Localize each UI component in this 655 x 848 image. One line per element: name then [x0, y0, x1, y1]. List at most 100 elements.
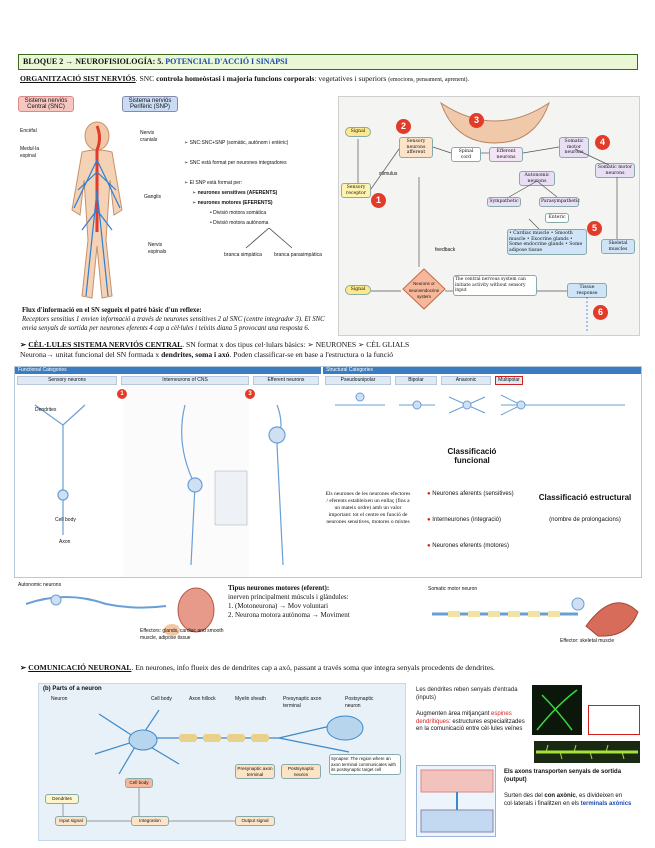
parts-of-neuron-figure: (b) Parts of a neuron Neuron Cell body A… [38, 683, 406, 841]
banner-prefix: BLOQUE 2 → NEUROFISIOLOGÍA: 5. [23, 57, 166, 66]
human-body-illustration [71, 121, 123, 299]
box-presynaptic: Presynaptic axon terminal [235, 764, 275, 779]
autonomic-effectors-figure: Autonomic neurons Effectors: glands, car… [16, 580, 226, 644]
motor-item2: 2. Neurona motora autònoma → Moviment [228, 611, 350, 619]
micrograph-neuron [532, 685, 582, 735]
classificacio-estructural: Classificació estructural [538, 493, 632, 502]
section2-line2-a: Neurona→ unitat funcional del SN formada… [20, 350, 162, 359]
section-comunicacio-heading: ➢ COMUNICACIÓ NEURONAL. En neurones, inf… [20, 663, 495, 672]
note-center: Els neurones de les neurones efectores /… [325, 491, 411, 525]
ns-line-1: ➢ SNC:SNC+SNP (somàtic, autònom i entèri… [184, 140, 289, 146]
ns-line-4: ➢ neurones sensitives (AFERENTS) [192, 190, 278, 196]
note-axon-hillock: Surten des del con axònic, es divideixen… [504, 793, 632, 807]
neuron-classification-table: Functional Categories Structural Categor… [14, 366, 642, 578]
sympathetic-box: Sympathetic [487, 197, 521, 207]
skeletal-muscle-box: Skeletal muscles [601, 239, 635, 254]
snc-label: Sistema nerviós Central (SNC) [18, 96, 74, 112]
section-small: (emocions, pensament, aprenent). [388, 77, 470, 83]
section-bold: controla homeòstasi i majoria funcions c… [156, 74, 315, 83]
section3-title: COMUNICACIÓ NEURONAL [28, 663, 132, 672]
box-postsynaptic: Postsynaptic neuron [281, 764, 321, 779]
label-axon: Axon [59, 539, 71, 545]
section2-line2-bold: dendrites, soma i axó [161, 350, 230, 359]
badge-1: 1 [371, 193, 386, 208]
func-item-3: ● Neurones eferents (motores) [427, 543, 509, 549]
effector-right: Effector: skeletal muscle [560, 638, 615, 644]
badge-4: 4 [595, 135, 610, 150]
cns-note-box: The central nervous system can initiate … [453, 275, 537, 296]
section-text-b: : vegetatives i superiors [314, 74, 389, 83]
spinal-cord-box: Spinal cord [451, 147, 481, 162]
functional-categories-header: Functional Categories [15, 367, 321, 374]
reflex-paragraph: Receptors sensitius 1 envien informació … [22, 316, 325, 332]
note-spines: Augmenten àrea mitjançant espines dendrí… [416, 711, 525, 732]
reflex-pathway-diagram: 2 3 4 1 5 6 Signal Sensory receptor Sens… [338, 96, 640, 336]
box-dendrites: Dendrites [45, 794, 79, 804]
label-medulla: Medul·la espinal [20, 146, 40, 159]
synapse-note: Synapse: The region where an axon termin… [329, 754, 401, 775]
signal-node: Signal [345, 127, 371, 137]
parts-title: (b) Parts of a neuron [43, 686, 102, 692]
badge-3: 3 [469, 113, 484, 128]
badge-6: 6 [593, 305, 608, 320]
col-multipolar: Multipolar [495, 376, 523, 385]
micrograph-drawing [536, 689, 578, 731]
box-output: Output signal [235, 816, 275, 826]
label-cell-body: Cell body [55, 517, 76, 523]
snp-label: Sistema nerviós Perifèric (SNP) [122, 96, 178, 112]
nervous-system-figure: Sistema nerviós Central (SNC) Sistema ne… [16, 92, 334, 302]
label-dendrites: Dendrites [35, 407, 57, 413]
badge-f3: 3 [245, 389, 255, 399]
reflex-text-block: Flux d'informació en el SN segueix el pa… [22, 306, 330, 333]
col-pseudounipolar: Pseudounipolar [325, 376, 391, 385]
somatic-motor-2-box: Somatic motor neurons [595, 163, 635, 178]
feedback-label: feedback [435, 247, 456, 253]
label-postsynaptic: Postsynaptic neuron [345, 696, 374, 709]
note-dendrites: Les dendrites reben senyals d'entrada (i… [416, 687, 518, 701]
branch-simpatica: branca simpàtica [224, 252, 262, 258]
banner-highlight: POTENCIAL D'ACCIÓ I SINAPSI [165, 57, 288, 66]
col-efferent: Efferent neurons [253, 376, 319, 385]
box-cell-body: Cell body [125, 778, 153, 788]
badge-f1: 1 [117, 389, 127, 399]
sensory-neuron-box: Sensory neurons afferent [399, 137, 433, 158]
spines-drawing [536, 744, 638, 760]
motor-item1: 1. (Motoneurona) → Mov voluntari [228, 602, 329, 610]
classificacio-estructural-sub: (nombre de prolongacions) [549, 517, 621, 523]
label-encefal: Encèfal [20, 128, 37, 134]
branch-lines [245, 228, 293, 249]
func-item-1: ● Neurones aferents (sensitives) [427, 491, 514, 497]
ns-line-3: ➢ El SNP està format per: [184, 180, 243, 186]
ns-line-7: • Divisió motora autònoma [210, 220, 269, 226]
section2-title: CÈL·LULES SISTEMA NERVIÓS CENTRAL [28, 340, 183, 349]
section-cellules-heading: ➢ CÈL·LULES SISTEMA NERVIÓS CENTRAL. SN … [20, 340, 410, 349]
ns-line-6: • Divisió motora somàtica [210, 210, 267, 216]
section-cellules-line2: Neurona→ unitat funcional del SN formada… [20, 350, 393, 360]
branch-parasimpatica: branca parasimpàtica [274, 252, 322, 258]
neuroendocrine-label: Neurons or neuroendocrine system [408, 281, 440, 299]
col-sensory: Sensory neurons [17, 376, 117, 385]
effector-left: Effectors: glands, cardiac and smooth mu… [140, 628, 224, 641]
col-bipolar: Bipolar [395, 376, 437, 385]
stimulus-label: stimulus [379, 171, 398, 177]
autonomic-label: Autonomic neurons [18, 582, 62, 588]
motor-line1: inerven principalment músculs i glàndule… [228, 593, 349, 601]
structural-categories-header: Structural Categories [323, 367, 641, 374]
section-title: ORGANITZACIÓ SIST NERVIÓS [20, 74, 136, 83]
col-anaxonic: Anaxonic [441, 376, 491, 385]
label-nervis-cranials: Nervis cranials [140, 130, 158, 143]
axon-terminal-drawing [420, 769, 494, 833]
label-axon-hillock: Axon hillock [189, 696, 216, 702]
label-myelin: Myelin sheath [235, 696, 266, 702]
block-title-banner: BLOQUE 2 → NEUROFISIOLOGÍA: 5. POTENCIAL… [18, 54, 638, 70]
somatic-drawing [432, 597, 639, 637]
col-interneurons: Interneurons of CNS [121, 376, 249, 385]
ns-line-5: ➢ neurones motores (EFERENTS) [192, 200, 273, 206]
somatic-motor-figure: Somatic motor neuron Effector: skeletal … [428, 582, 642, 648]
label-nervis-espinals: Nervis espinals [148, 242, 167, 255]
somatic-label: Somatic motor neuron [428, 586, 478, 592]
label-presynaptic: Presynaptic axon terminal [283, 696, 322, 709]
parasympathetic-box: Parasympathetic [539, 197, 580, 207]
motor-heading: Tipus neurones motores (eferent): [228, 584, 330, 592]
enteric-box: Enteric [545, 213, 569, 223]
